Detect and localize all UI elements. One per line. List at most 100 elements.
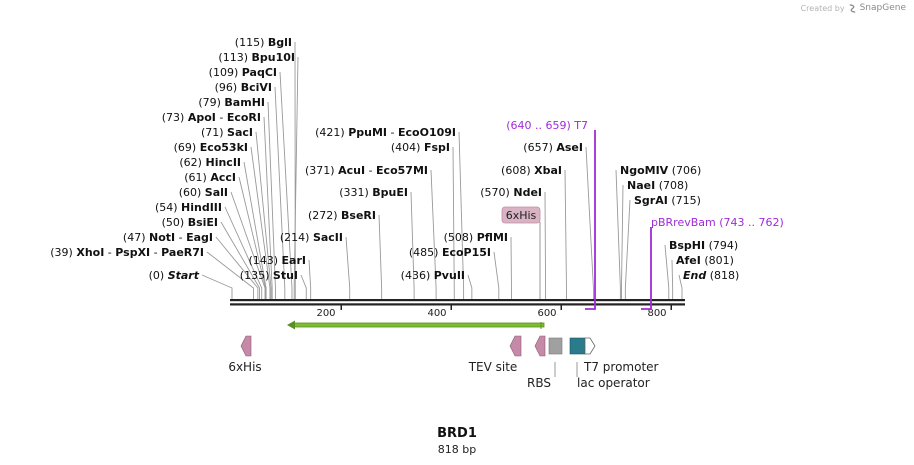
- site-line-bpu10i: [293, 56, 299, 299]
- site-line-sali: [230, 191, 266, 299]
- his-tag-badge-bg: [501, 206, 541, 224]
- site-label-bgli[interactable]: (115) BglI: [235, 36, 292, 49]
- site-label-bamhi[interactable]: (79) BamHI: [198, 96, 265, 109]
- site-line-ppumi: [458, 131, 465, 299]
- site-label-fspi[interactable]: (404) FspI: [391, 141, 450, 154]
- sequence-length: 818 bp: [437, 443, 477, 456]
- feature-tev-site[interactable]: TEV site: [468, 335, 522, 374]
- site-line-bseri: [378, 214, 383, 299]
- restriction-site-labels: (115) BglI (113) Bpu10I (109) PaqCI (96) Bc…: [50, 36, 739, 282]
- primer-pbrrevbam[interactable]: pBRrevBam (743 .. 762): [641, 216, 784, 310]
- site-line-bpuei: [410, 191, 415, 299]
- axis-tick-label: 800: [647, 308, 666, 319]
- site-line-paqci: [279, 71, 293, 299]
- lac-operator-label: lac operator: [577, 376, 650, 390]
- site-label-hincii[interactable]: (62) HincII: [179, 156, 241, 169]
- site-label-asei[interactable]: (657) AseI: [523, 141, 583, 154]
- his-tag-top-badge[interactable]: 6xHis: [501, 206, 541, 299]
- site-label-sali[interactable]: (60) SalI: [179, 186, 228, 199]
- site-label-end[interactable]: End (818): [683, 269, 739, 282]
- his-tag-left-shape[interactable]: [240, 335, 252, 357]
- site-line-xhoi: [206, 251, 254, 299]
- site-label-ppumi[interactable]: (421) PpuMI - EcoO109I: [315, 126, 456, 139]
- site-label-afei[interactable]: AfeI (801): [676, 254, 734, 267]
- axis-tick-label: 400: [427, 308, 446, 319]
- site-label-bpu10i[interactable]: (113) Bpu10I: [218, 51, 295, 64]
- site-line-noti: [215, 236, 259, 299]
- site-label-xhoi[interactable]: (39) XhoI - PspXI - PaeR7I: [50, 246, 204, 259]
- site-line-fspi: [452, 146, 455, 299]
- site-line-bsiei: [220, 221, 260, 299]
- orf-body[interactable]: [291, 322, 545, 328]
- primer-pbrrevbam-arrow[interactable]: [641, 227, 652, 310]
- site-label-bcivi[interactable]: (96) BciVI: [215, 81, 272, 94]
- site-line-ecop15i: [493, 251, 500, 299]
- site-label-sacii[interactable]: (214) SacII: [280, 231, 343, 244]
- primer-t7-arrow[interactable]: [585, 130, 596, 310]
- axis-tick: [560, 305, 562, 310]
- credit-brand: SnapGene: [859, 3, 906, 13]
- axis: 200 400 600 800: [316, 305, 672, 319]
- site-label-ngomiv[interactable]: NgoMIV (706): [620, 164, 701, 177]
- his-tag-left-label: 6xHis: [228, 360, 261, 374]
- site-label-bsiei[interactable]: (50) BsiEI: [162, 216, 218, 229]
- primer-t7-label[interactable]: (640 .. 659) T7: [506, 119, 588, 132]
- site-label-sgrai[interactable]: SgrAI (715): [634, 194, 701, 207]
- site-lines: [201, 41, 683, 299]
- site-label-pflmi[interactable]: (508) PflMI: [444, 231, 508, 244]
- site-label-bseri[interactable]: (272) BseRI: [308, 209, 376, 222]
- site-line-pvuii: [467, 274, 473, 299]
- axis-tick: [340, 305, 342, 310]
- site-label-saci[interactable]: (71) SacI: [201, 126, 253, 139]
- site-label-start[interactable]: (0) Start: [149, 269, 200, 282]
- site-label-naei[interactable]: NaeI (708): [627, 179, 688, 192]
- feature-his-tag-left[interactable]: 6xHis: [228, 335, 262, 374]
- backbone-bottom-strand: [230, 303, 685, 306]
- site-label-xbai[interactable]: (608) XbaI: [501, 164, 562, 177]
- orf-arrow[interactable]: [287, 320, 545, 330]
- site-label-ecop15i[interactable]: (485) EcoP15I: [409, 246, 491, 259]
- site-label-apoi[interactable]: (73) ApoI - EcoRI: [162, 111, 261, 124]
- site-label-bpuei[interactable]: (331) BpuEI: [339, 186, 408, 199]
- site-line-ngomiv: [615, 169, 621, 299]
- site-line-end: [678, 274, 683, 299]
- feature-rbs[interactable]: RBS: [527, 337, 563, 390]
- backbone-top-strand: [230, 299, 685, 302]
- site-label-noti[interactable]: (47) NotI - EagI: [123, 231, 213, 244]
- site-label-bsphi[interactable]: BspHI (794): [669, 239, 738, 252]
- primer-pbrrevbam-label[interactable]: pBRrevBam (743 .. 762): [651, 216, 784, 229]
- site-line-sgrai: [624, 199, 631, 299]
- site-label-ndei[interactable]: (570) NdeI: [480, 186, 542, 199]
- site-label-eari[interactable]: (143) EarI: [248, 254, 306, 267]
- site-label-eco53ki[interactable]: (69) Eco53kI: [174, 141, 248, 154]
- site-line-afei: [671, 259, 674, 299]
- site-line-start: [201, 274, 233, 299]
- feature-t7-promoter[interactable]: T7 promoter lac operator: [569, 337, 659, 390]
- site-line-eari: [308, 259, 312, 299]
- t7-promoter-shape[interactable]: [569, 337, 586, 355]
- axis-tick: [670, 305, 672, 310]
- his-tag-right-shape[interactable]: [534, 335, 546, 357]
- site-line-sacii: [345, 236, 351, 299]
- site-line-asei: [585, 146, 594, 299]
- site-label-paqci[interactable]: (109) PaqCI: [209, 66, 277, 79]
- site-line-apoi: [263, 116, 273, 299]
- rbs-shape[interactable]: [548, 337, 563, 355]
- site-label-acci[interactable]: (61) AccI: [184, 171, 236, 184]
- feature-his-tag-right[interactable]: [534, 335, 546, 357]
- site-line-hincii: [243, 161, 267, 299]
- lac-operator-shape[interactable]: [584, 337, 596, 355]
- sequence-name: BRD1: [437, 426, 477, 441]
- site-line-stui: [300, 274, 307, 299]
- site-label-pvuii[interactable]: (436) PvuII: [401, 269, 465, 282]
- tev-site-shape[interactable]: [509, 335, 522, 357]
- snapgene-logo-icon: [849, 3, 855, 13]
- site-label-hindiii[interactable]: (54) HindIII: [155, 201, 222, 214]
- site-label-acui[interactable]: (371) AcuI - Eco57MI: [305, 164, 428, 177]
- site-line-xbai: [564, 169, 567, 299]
- primer-t7[interactable]: (640 .. 659) T7: [506, 119, 596, 310]
- credit-prefix: Created by: [800, 3, 845, 13]
- site-label-stui[interactable]: (135) StuI: [240, 269, 298, 282]
- t7-promoter-label: T7 promoter: [583, 360, 659, 374]
